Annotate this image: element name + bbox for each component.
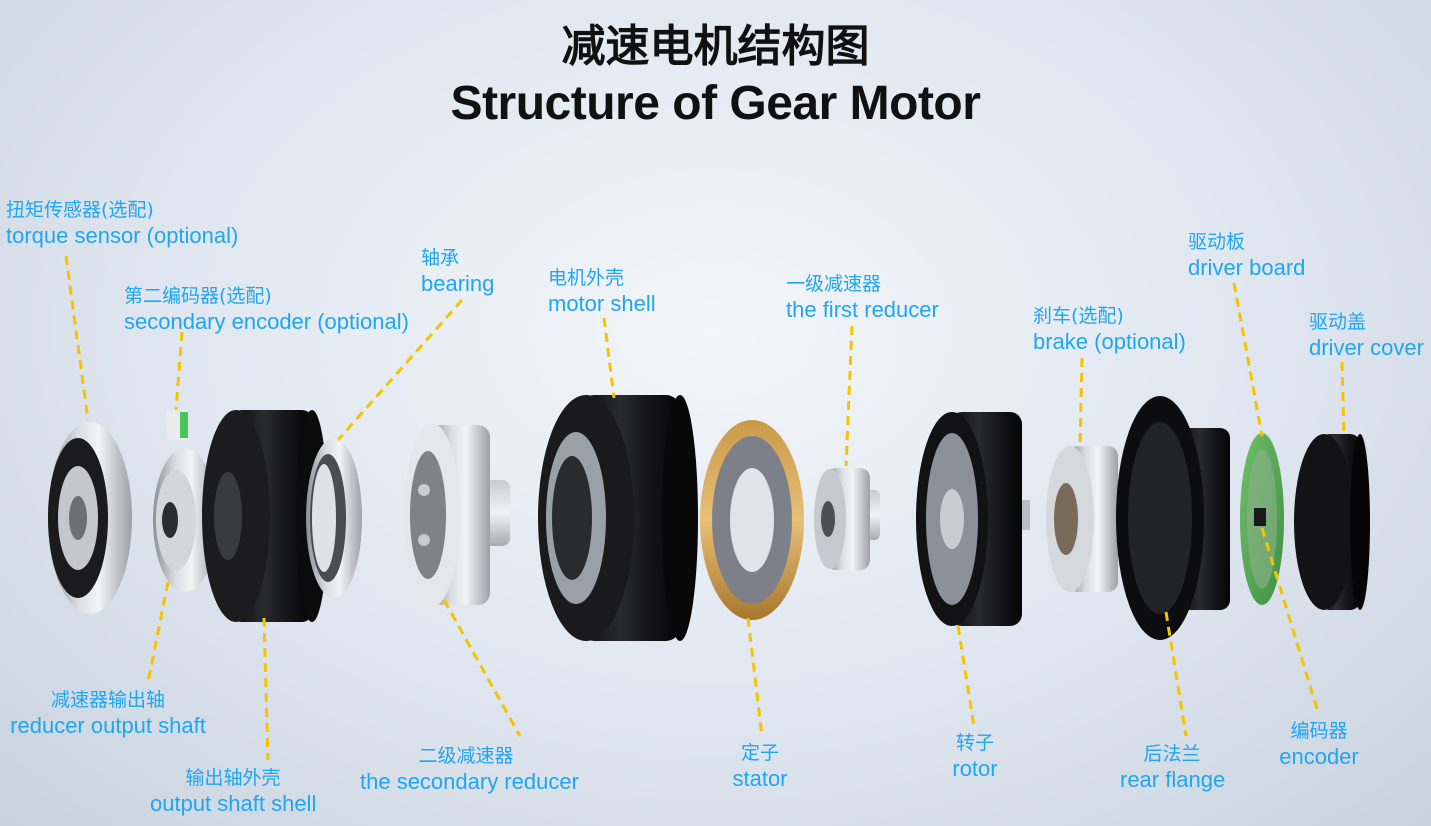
motor-shell-cn: 电机外壳 bbox=[548, 267, 625, 289]
first-reducer-label: 一级减速器 the first reducer bbox=[786, 272, 939, 322]
rotor-en: rotor bbox=[952, 756, 998, 781]
rear-flange-cn: 后法兰 bbox=[1143, 743, 1201, 765]
secondary-encoder-en: secondary encoder (optional) bbox=[124, 309, 409, 334]
output-shaft-shell-cn: 输出轴外壳 bbox=[185, 767, 281, 789]
brake-label: 刹车(选配) brake (optional) bbox=[1033, 304, 1186, 354]
driver-board-en: driver board bbox=[1188, 255, 1306, 280]
first-reducer-cn: 一级减速器 bbox=[786, 273, 882, 295]
brake-en: brake (optional) bbox=[1033, 329, 1186, 354]
brake-part bbox=[1046, 446, 1118, 592]
secondary-reducer-part bbox=[404, 423, 510, 607]
secondary-reducer-cn: 二级减速器 bbox=[418, 745, 514, 767]
motor-shell-en: motor shell bbox=[548, 291, 656, 316]
driver-board-label: 驱动板 driver board bbox=[1188, 230, 1305, 280]
motor-shell-label: 电机外壳 motor shell bbox=[548, 266, 656, 316]
driver-cover-label: 驱动盖 driver cover bbox=[1309, 310, 1424, 360]
secondary-encoder-cn: 第二编码器(选配) bbox=[124, 285, 272, 307]
reducer-output-shaft-cn: 减速器输出轴 bbox=[50, 689, 165, 711]
driver-cover-cn: 驱动盖 bbox=[1309, 311, 1367, 333]
rotor-label: 转子 rotor bbox=[940, 731, 1010, 781]
leader-lines bbox=[64, 255, 1346, 761]
page-title-chinese: 减速电机结构图 bbox=[561, 21, 870, 72]
rotor-cn: 转子 bbox=[955, 732, 994, 754]
encoder-en: encoder bbox=[1279, 744, 1359, 769]
driver-cover-part bbox=[1294, 434, 1370, 610]
rear-flange-label: 后法兰 rear flange bbox=[1120, 742, 1226, 792]
rotor-part bbox=[916, 412, 1030, 626]
stator-part bbox=[700, 420, 804, 620]
encoder-label: 编码器 encoder bbox=[1278, 719, 1360, 769]
secondary-reducer-label: 二级减速器 the secondary reducer bbox=[360, 744, 579, 794]
torque-sensor-part bbox=[48, 422, 132, 614]
brake-cn: 刹车(选配) bbox=[1033, 305, 1124, 327]
first-reducer-part bbox=[814, 468, 880, 570]
rear-flange-en: rear flange bbox=[1120, 767, 1226, 792]
stator-cn: 定子 bbox=[740, 742, 779, 764]
stator-label: 定子 stator bbox=[720, 741, 800, 791]
bearing-label: 轴承 bearing bbox=[421, 246, 494, 296]
first-reducer-en: the first reducer bbox=[786, 297, 939, 322]
driver-cover-en: driver cover bbox=[1309, 335, 1424, 360]
page-title-english: Structure of Gear Motor bbox=[450, 77, 981, 130]
reducer-output-shaft-en: reducer output shaft bbox=[10, 713, 206, 738]
reducer-output-shaft-label: 减速器输出轴 reducer output shaft bbox=[8, 688, 208, 738]
torque-sensor-cn: 扭矩传感器(选配) bbox=[6, 199, 154, 221]
output-shaft-shell-label: 输出轴外壳 output shaft shell bbox=[150, 766, 316, 816]
secondary-encoder-label: 第二编码器(选配) secondary encoder (optional) bbox=[124, 284, 409, 334]
rear-flange-part bbox=[1116, 396, 1230, 640]
output-shaft-shell-en: output shaft shell bbox=[150, 791, 317, 816]
torque-sensor-label: 扭矩传感器(选配) torque sensor (optional) bbox=[6, 198, 238, 248]
torque-sensor-en: torque sensor (optional) bbox=[6, 223, 239, 248]
motor-shell-part bbox=[538, 395, 698, 641]
driver-board-cn: 驱动板 bbox=[1188, 231, 1246, 253]
stator-en: stator bbox=[732, 766, 788, 791]
secondary-encoder-part bbox=[153, 410, 217, 592]
encoder-cn: 编码器 bbox=[1290, 720, 1348, 742]
bearing-en: bearing bbox=[421, 271, 495, 296]
bearing-cn: 轴承 bbox=[421, 247, 460, 269]
secondary-reducer-en: the secondary reducer bbox=[360, 769, 579, 794]
bearing-part bbox=[306, 438, 362, 598]
